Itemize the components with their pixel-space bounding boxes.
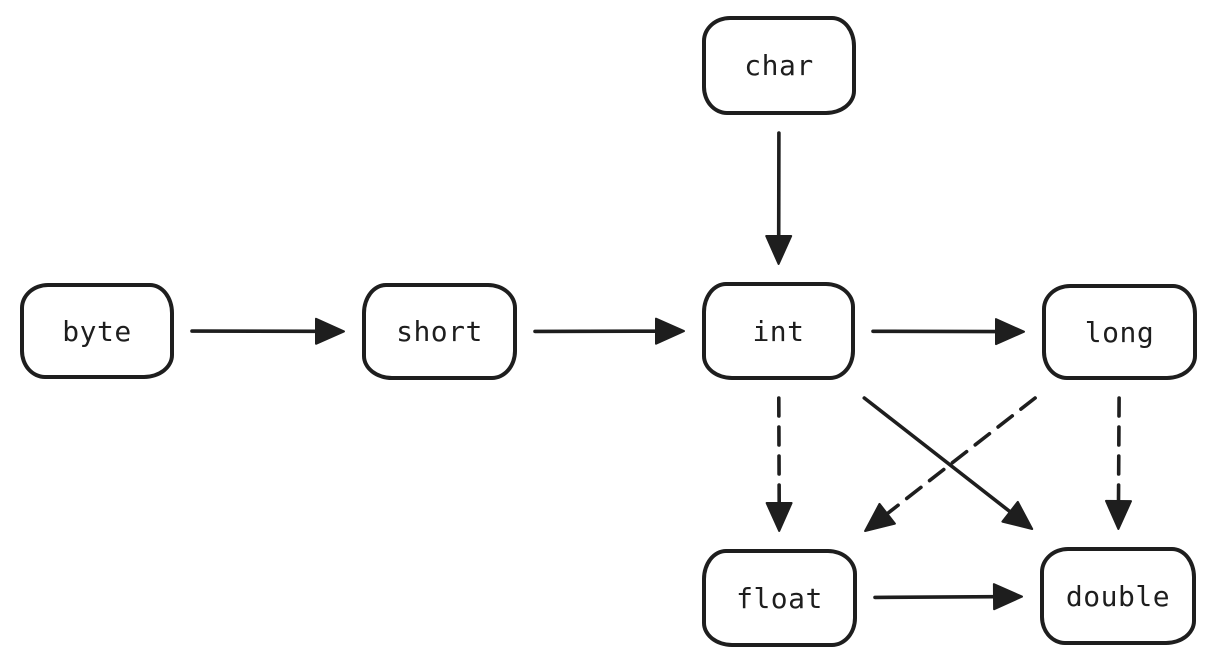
node-double: double (1040, 547, 1196, 645)
node-float: float (702, 549, 857, 647)
edge-long-double-arrow (1105, 396, 1132, 530)
node-long: long (1042, 284, 1197, 380)
edge-char-int-arrow (765, 131, 793, 265)
node-char: char (702, 16, 856, 115)
edge-int-long-arrow (871, 318, 1025, 346)
node-byte: byte (20, 283, 174, 379)
node-byte-label: byte (62, 314, 132, 348)
node-long-label: long (1084, 315, 1155, 349)
node-char-label: char (744, 49, 814, 82)
edge-long-float-arrow (864, 396, 1037, 532)
edge-byte-short-arrow (190, 317, 345, 345)
node-int-label: int (752, 314, 805, 348)
node-double-label: double (1065, 579, 1171, 613)
node-int: int (702, 282, 855, 380)
node-short: short (362, 283, 517, 380)
edge-int-float-arrow (765, 396, 793, 532)
edge-float-double-arrow (873, 583, 1023, 611)
edge-short-int-arrow (533, 317, 685, 345)
node-short-label: short (396, 315, 483, 348)
edge-int-double-arrow (862, 396, 1034, 530)
node-float-label: float (736, 581, 823, 615)
